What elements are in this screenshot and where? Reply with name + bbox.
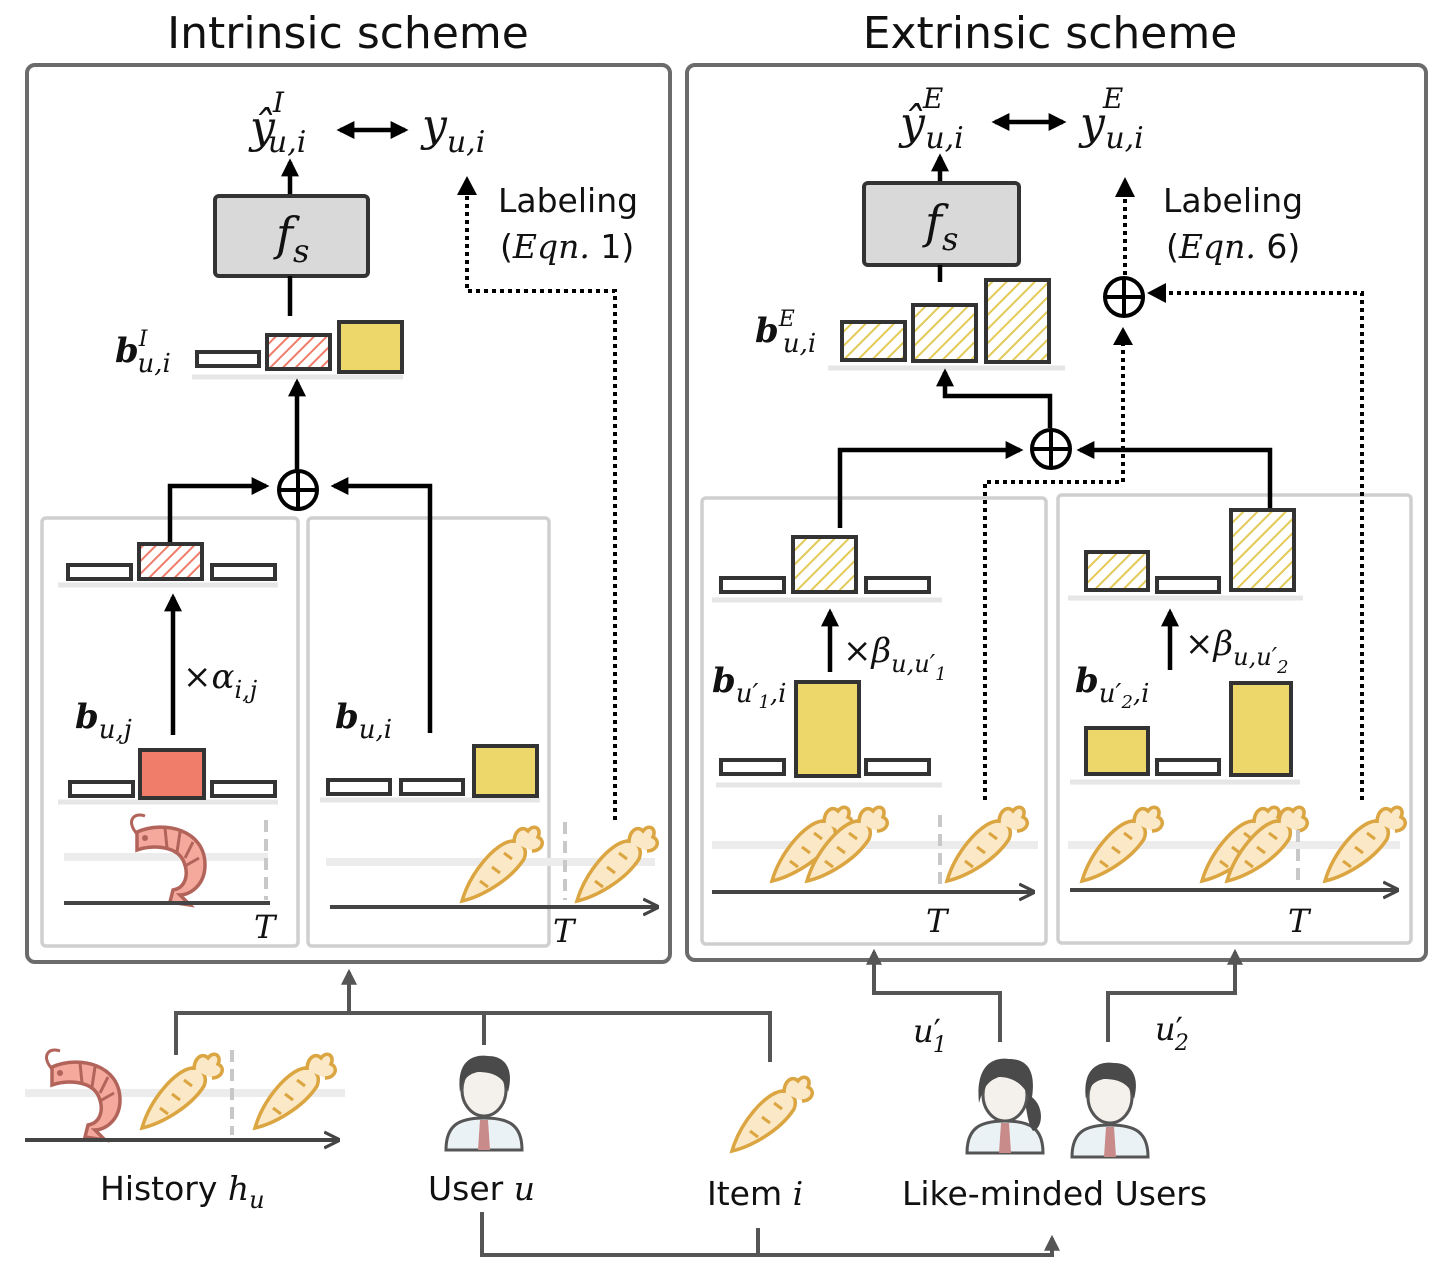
bar: [1155, 758, 1221, 776]
labeling-label: Labeling: [498, 181, 638, 220]
bar: [399, 778, 465, 796]
alpha-weight-label: ×αi,j: [183, 657, 258, 704]
b-u1-label: bu′1,i: [712, 661, 786, 713]
bar: [719, 576, 786, 594]
circled-plus-icon: [277, 469, 319, 511]
bar: [265, 333, 332, 371]
bar: [984, 278, 1051, 364]
bar: [1229, 681, 1293, 777]
bar: [794, 680, 861, 778]
u1-label: u′1: [913, 1012, 947, 1058]
intrinsic-target: yu,i: [420, 100, 485, 160]
bar: [1084, 550, 1150, 592]
bar: [1084, 726, 1150, 776]
bar: [791, 535, 858, 594]
u2-label: u′2: [1155, 1010, 1189, 1056]
bar: [68, 780, 135, 798]
model-fs-label: fs: [922, 195, 958, 258]
time-label: T: [1288, 902, 1312, 940]
neighbor2-box: [1056, 493, 1413, 945]
bar: [137, 542, 204, 581]
beta2-weight-label: ×βu,u′2: [1185, 624, 1289, 678]
carrot-icon: [730, 1075, 815, 1153]
b-ui-label: bu,i: [335, 697, 392, 745]
bar: [864, 576, 931, 594]
bar: [337, 320, 404, 374]
circled-plus-icon: [1030, 428, 1072, 470]
eqn-ref: (Eqn. 6): [1166, 227, 1300, 266]
bar: [864, 758, 931, 776]
neighbor1-box: [700, 496, 1048, 946]
bar: [1229, 508, 1296, 592]
bar: [472, 744, 539, 798]
like-minded-users-label: Like-minded Users: [902, 1174, 1207, 1213]
b-u2-label: bu′2,i: [1075, 661, 1149, 713]
bar: [66, 563, 133, 581]
b-uj-label: bu,j: [75, 697, 132, 745]
bar: [1155, 576, 1221, 594]
eqn-ref: (Eqn. 1): [500, 227, 634, 266]
beta1-weight-label: ×βu,u′1: [843, 631, 947, 685]
time-label: T: [254, 908, 278, 946]
extrinsic-title: Extrinsic scheme: [863, 8, 1238, 59]
bar: [138, 748, 206, 800]
labeling-dotted-arrow: [1162, 291, 1364, 800]
inputs: History hu User u Item i u′1 u′2 Like-mi…: [25, 948, 1243, 1257]
bar: [719, 758, 786, 776]
item-label: Item i: [707, 1174, 803, 1213]
user-label: User u: [428, 1169, 535, 1208]
bar: [210, 563, 277, 581]
male-user-icon: [1070, 1061, 1150, 1159]
bar: [911, 303, 978, 363]
labeling-dotted-arrow: [983, 340, 1125, 800]
time-label: T: [553, 912, 577, 950]
history-label: History hu: [100, 1169, 265, 1214]
circled-plus-icon: [1103, 276, 1145, 318]
user-icon: [444, 1054, 524, 1152]
bar: [840, 320, 907, 362]
female-user-icon: [965, 1057, 1045, 1155]
bar: [326, 778, 392, 796]
bar: [195, 350, 261, 368]
labeling-dotted-arrow: [465, 190, 617, 820]
labeling-label: Labeling: [1163, 181, 1303, 220]
time-label: T: [926, 902, 950, 940]
intrinsic-title: Intrinsic scheme: [167, 8, 529, 59]
bar: [210, 780, 277, 798]
